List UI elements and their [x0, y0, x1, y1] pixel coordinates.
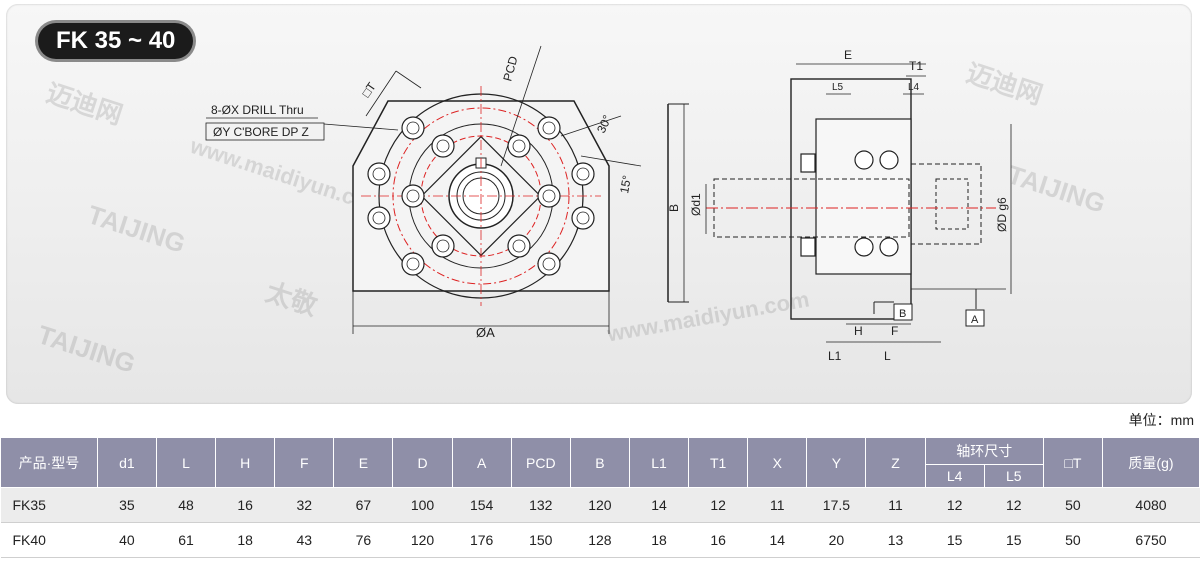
header-collar-size: 轴环尺寸 — [924, 437, 1044, 465]
header-square-t: □T — [1042, 437, 1103, 488]
dim-l-label: L — [884, 349, 891, 363]
angle-15-label: 15° — [617, 174, 634, 195]
header-a: A — [451, 437, 512, 488]
dia-a-label: ØA — [476, 325, 495, 340]
table-cell: 100 — [392, 487, 453, 523]
model-title-badge: FK 35 ~ 40 — [38, 23, 194, 59]
table-cell: 40 — [97, 522, 157, 558]
table-cell: 67 — [333, 487, 393, 523]
cbore-spec-line2: ØY C'BORE DP Z — [213, 125, 309, 139]
drawing-panel: 迈迪网 www.maidiyun.com TAIJING 迈迪网 TAIJING… — [6, 4, 1192, 404]
dim-l4-label: L4 — [908, 82, 920, 93]
table-cell: 50 — [1043, 522, 1103, 558]
header-b: B — [569, 437, 630, 488]
table-cell: 18 — [215, 522, 275, 558]
table-cell: 35 — [97, 487, 157, 523]
table-cell: 32 — [274, 487, 334, 523]
pcd-label: PCD — [500, 54, 520, 82]
front-view — [352, 45, 642, 334]
dim-d-label: ØD g6 — [995, 197, 1009, 232]
header-l5: L5 — [983, 464, 1044, 488]
table-cell: 154 — [452, 487, 512, 523]
table-cell: 12 — [984, 487, 1044, 523]
table-cell: 6750 — [1102, 522, 1200, 558]
side-view — [667, 63, 1012, 343]
table-cell: 20 — [806, 522, 866, 558]
table-cell: 176 — [452, 522, 512, 558]
dim-t1-label: T1 — [909, 59, 923, 73]
table-cell: 11 — [747, 487, 807, 523]
header-y: Y — [806, 437, 867, 488]
table-cell: 15 — [984, 522, 1044, 558]
table-cell: 18 — [629, 522, 689, 558]
header-l4: L4 — [924, 464, 985, 488]
header-model: 产品·型号 — [0, 437, 98, 488]
table-cell: 12 — [688, 487, 748, 523]
datum-b-label: B — [899, 308, 906, 320]
table-cell: 50 — [1043, 487, 1103, 523]
table-cell: 48 — [156, 487, 216, 523]
header-mass: 质量(g) — [1101, 437, 1200, 488]
datum-a-label: A — [971, 314, 979, 326]
table-cell: 11 — [865, 487, 926, 523]
spec-table: 产品·型号 d1 L H F E D A PCD B L1 T1 X Y Z 轴… — [0, 437, 1200, 558]
header-d1: d1 — [96, 437, 157, 488]
table-cell: 14 — [747, 522, 807, 558]
table-cell: 13 — [865, 522, 926, 558]
table-cell: 17.5 — [806, 487, 866, 523]
dim-e-label: E — [844, 48, 852, 62]
dim-b-label: B — [667, 204, 681, 212]
table-cell: FK40 — [0, 522, 98, 558]
drill-spec-line1: 8-ØX DRILL Thru — [211, 103, 304, 117]
table-cell: 16 — [688, 522, 748, 558]
header-t1: T1 — [688, 437, 749, 488]
table-cell: 128 — [570, 522, 630, 558]
table-cell: 120 — [570, 487, 630, 523]
dim-l5-label: L5 — [832, 82, 844, 93]
table-cell: 16 — [215, 487, 275, 523]
header-x: X — [747, 437, 808, 488]
header-pcd: PCD — [510, 437, 571, 488]
table-cell: 14 — [629, 487, 689, 523]
table-cell: 12 — [925, 487, 985, 523]
table-cell: FK35 — [0, 487, 98, 523]
unit-note: 单位：mm — [1128, 412, 1194, 428]
header-l1: L1 — [628, 437, 690, 488]
table-cell: 61 — [156, 522, 216, 558]
dim-h-label: H — [854, 324, 863, 338]
square-t-label: □T — [359, 79, 379, 100]
table-cell: 120 — [392, 522, 453, 558]
table-cell: 15 — [925, 522, 985, 558]
table-cell: 150 — [511, 522, 571, 558]
angle-30-label: 30° — [594, 113, 614, 136]
table-cell: 76 — [333, 522, 393, 558]
header-l: L — [155, 437, 217, 488]
table-cell: 43 — [274, 522, 334, 558]
header-d: D — [392, 437, 453, 488]
header-e: E — [333, 437, 394, 488]
header-h: H — [215, 437, 276, 488]
header-f: F — [274, 437, 335, 488]
header-z: Z — [865, 437, 926, 488]
table-cell: 132 — [511, 487, 571, 523]
technical-drawing: 8-ØX DRILL Thru ØY C'BORE DP Z □T PCD 30… — [205, 45, 1012, 363]
table-cell: 4080 — [1102, 487, 1200, 523]
dim-d1-label: Ød1 — [689, 193, 703, 216]
dim-l1-label: L1 — [828, 349, 842, 363]
dim-f-label: F — [891, 324, 898, 338]
